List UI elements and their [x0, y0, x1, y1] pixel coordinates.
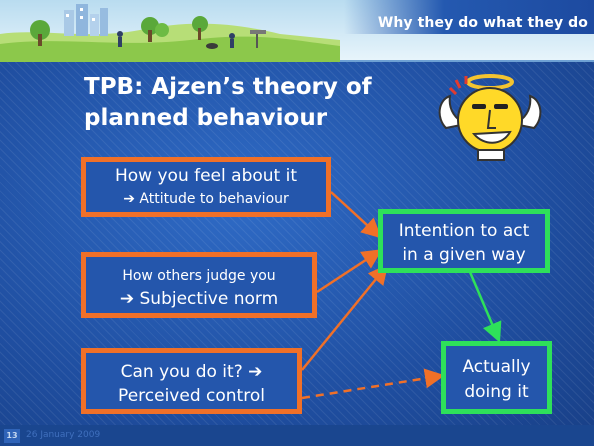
- action-box: Actually doing it: [441, 341, 552, 414]
- header-title-band: [344, 0, 594, 34]
- intention-line2: in a given way: [402, 245, 526, 265]
- slide-title: TPB: Ajzen’s theory of planned behaviour: [84, 74, 372, 131]
- footer-bar: [0, 425, 594, 446]
- header-title: Why they do what they do: [377, 15, 588, 31]
- arrow-intention-to-action: [468, 271, 502, 343]
- attitude-label: Attitude to behaviour: [86, 188, 326, 210]
- arrow-control-to-action: [301, 368, 445, 400]
- header-banner: Why they do what they do: [0, 0, 594, 62]
- perceived-control-box: Can you do it? ➔ Perceived control: [81, 348, 302, 414]
- arrow-control-to-intention: [301, 264, 389, 371]
- town-scenery-banner: [0, 4, 340, 62]
- norm-question: How others judge you: [122, 268, 276, 284]
- attitude-question: How you feel about it: [114, 166, 297, 186]
- arrow-norm-to-intention: [316, 249, 383, 294]
- arrow-attitude-to-intention: [330, 191, 382, 239]
- intention-line1: Intention to act: [398, 221, 530, 241]
- page-number: 13: [4, 429, 20, 443]
- action-line2: doing it: [464, 382, 529, 402]
- control-label: Perceived control: [118, 386, 265, 406]
- norm-label: Subjective norm: [86, 287, 312, 311]
- action-line1: Actually: [462, 357, 531, 377]
- attitude-box: How you feel about it Attitude to behavi…: [81, 157, 331, 217]
- footer-date: 26 January 2009: [26, 430, 101, 440]
- subjective-norm-box: How others judge you Subjective norm: [81, 252, 317, 318]
- control-question: Can you do it? ➔: [120, 362, 263, 382]
- intention-box: Intention to act in a given way: [378, 209, 550, 273]
- angel-cartoon-icon: [438, 74, 542, 161]
